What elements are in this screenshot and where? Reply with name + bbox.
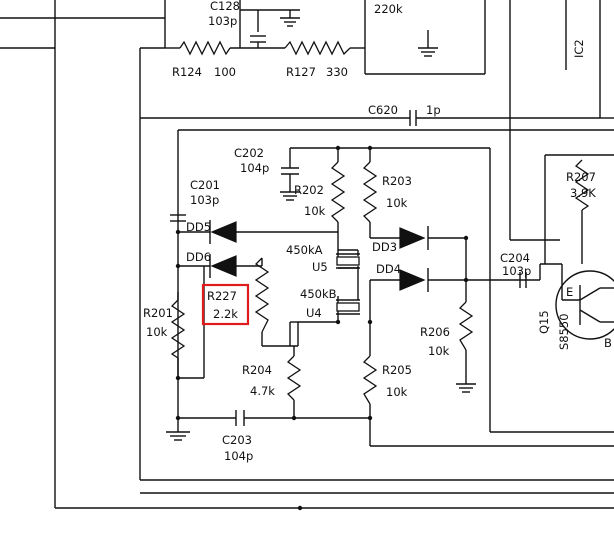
base-label: B [604,336,612,350]
c204-capacitor [519,272,527,288]
r204-value: 4.7k [250,384,275,398]
r207-resistor [574,159,590,211]
r227-highlight-box [201,283,250,326]
r127-resistor [284,40,351,56]
c620-label: C620 [368,103,398,117]
c204-label: C204 [500,251,530,265]
r227-value: 2.2k [213,307,238,321]
c202-value: 104p [240,161,269,175]
u5-crystal [336,253,360,269]
r201-label: R201 [143,306,173,320]
dd5-diode [209,220,237,244]
dd3-diode [399,226,429,250]
c128-label: C128 [210,0,240,13]
r127-value: 330 [326,65,348,79]
c203-label: C203 [222,433,252,447]
r202-label: R202 [294,183,324,197]
c201-value: 103p [190,193,219,207]
dd6-diode [209,254,237,278]
c203-value: 104p [224,449,253,463]
dd4-label: DD4 [376,262,401,276]
r201-value: 10k [146,325,168,339]
dd6-label: DD6 [186,250,211,264]
u5-label: U5 [312,260,328,274]
c204-value: 103p [502,264,531,278]
dd5-label: DD5 [186,220,211,234]
r124-value: 100 [214,65,236,79]
r205-value: 10k [386,385,408,399]
r206-value: 10k [428,344,450,358]
q15-label: Q15 [537,310,551,334]
top-resistor-value: 220k [374,2,403,16]
r203-label: R203 [382,174,412,188]
r204-resistor [286,355,302,401]
r206-label: R206 [420,325,450,339]
r124-resistor [179,40,231,56]
inner-wiring [55,129,614,511]
ic2-label: IC2 [572,39,586,58]
r203-value: 10k [386,196,408,210]
c201-label: C201 [190,178,220,192]
dd4-diode [399,268,429,292]
r206-resistor [458,301,474,351]
c128-value: 103p [208,14,237,28]
u4-crystal [336,299,360,315]
r124-label: R124 [172,65,202,79]
r204-label: R204 [242,363,272,377]
u5-frequency-label: 450kA [286,243,323,257]
dd3-label: DD3 [372,240,397,254]
top-wiring [0,0,614,508]
r207-value: 3.9K [570,186,596,200]
r201-resistor [170,299,186,359]
r207-label: R207 [566,170,596,184]
r205-label: R205 [382,363,412,377]
u4-frequency-label: 450kB [300,287,337,301]
c620-value: 1p [426,103,441,117]
r205-resistor [362,355,378,405]
c202-label: C202 [234,146,264,160]
r127-label: R127 [286,65,316,79]
r227-label: R227 [207,289,237,303]
r202-value: 10k [304,204,326,218]
q15-type-label: S8550 [557,313,571,350]
r202-resistor [330,161,346,223]
u4-label: U4 [306,306,322,320]
emitter-label: E [566,285,573,299]
r203-resistor [362,161,378,223]
r227-resistor [254,257,270,333]
